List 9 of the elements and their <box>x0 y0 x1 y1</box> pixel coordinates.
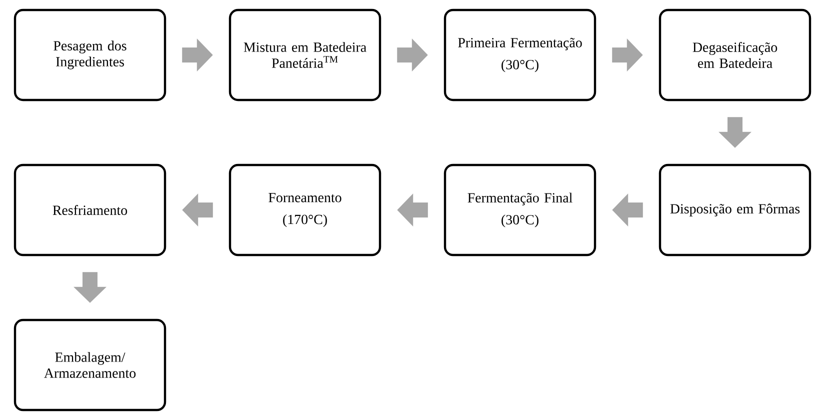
process-box: Fermentação Final (30°C) <box>444 164 596 256</box>
process-box: Degaseificação em Batedeira <box>658 8 812 102</box>
process-box: Embalagem/ Armazenamento <box>14 318 166 412</box>
process-box: Resfriamento <box>14 164 166 256</box>
process-box: Pesagem dos Ingredientes <box>14 8 166 102</box>
process-box: Disposição em Fôrmas <box>658 164 812 256</box>
process-box: Mistura em Batedeira Panetária$^{TM}$ <box>228 8 382 102</box>
process-box: Primeira Fermentação (30°C) <box>444 8 596 102</box>
process-box: Forneamento (170°C) <box>228 164 382 256</box>
